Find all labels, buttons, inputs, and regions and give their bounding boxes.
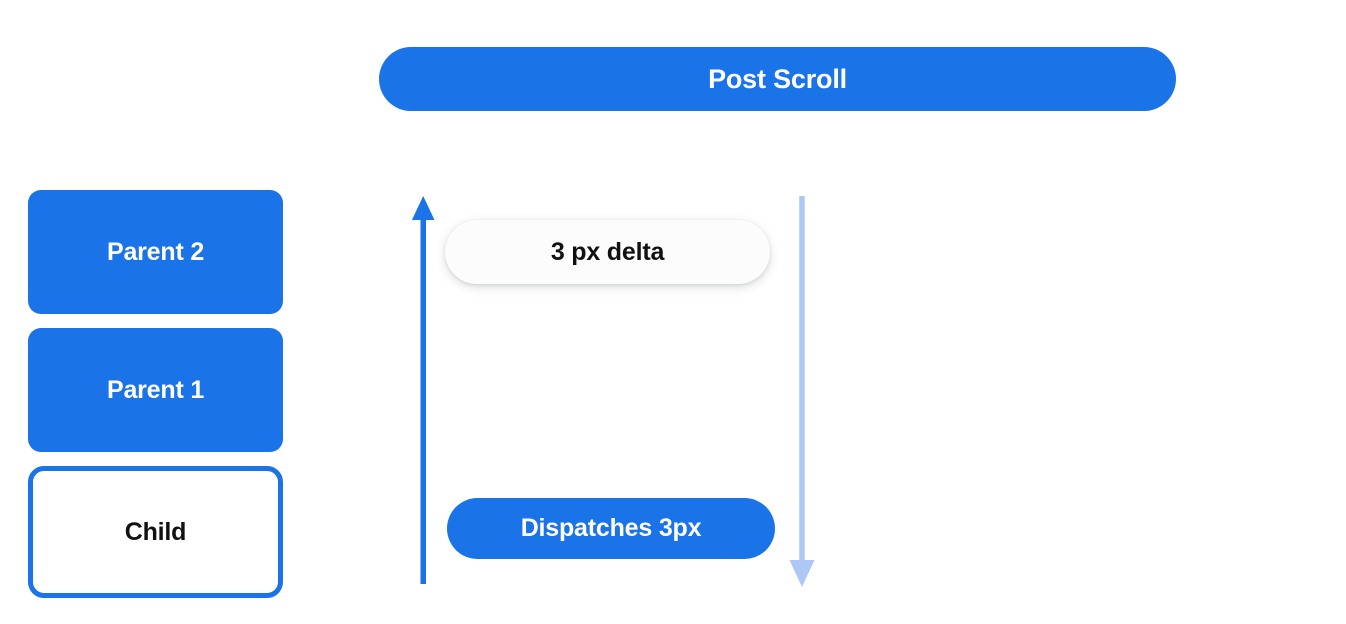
banner-label: Post Scroll (708, 63, 847, 94)
box-child: Child (28, 466, 283, 598)
box-parent-2: Parent 2 (28, 190, 283, 314)
scroll-up-arrow (411, 196, 435, 584)
box-parent-1-label: Parent 1 (106, 375, 205, 404)
scroll-hierarchy-stack: Parent 2 Parent 1 Child (28, 190, 283, 598)
post-scroll-banner: Post Scroll (379, 47, 1176, 111)
delta-pill: 3 px delta (445, 220, 770, 284)
dispatch-pill: Dispatches 3px (447, 498, 775, 559)
delta-pill-label: 3 px delta (550, 237, 665, 266)
box-parent-2-label: Parent 2 (106, 237, 205, 266)
dispatch-down-arrow (789, 196, 815, 587)
dispatch-pill-label: Dispatches 3px (520, 514, 702, 542)
box-child-label: Child (124, 517, 187, 546)
box-parent-1: Parent 1 (28, 328, 283, 452)
